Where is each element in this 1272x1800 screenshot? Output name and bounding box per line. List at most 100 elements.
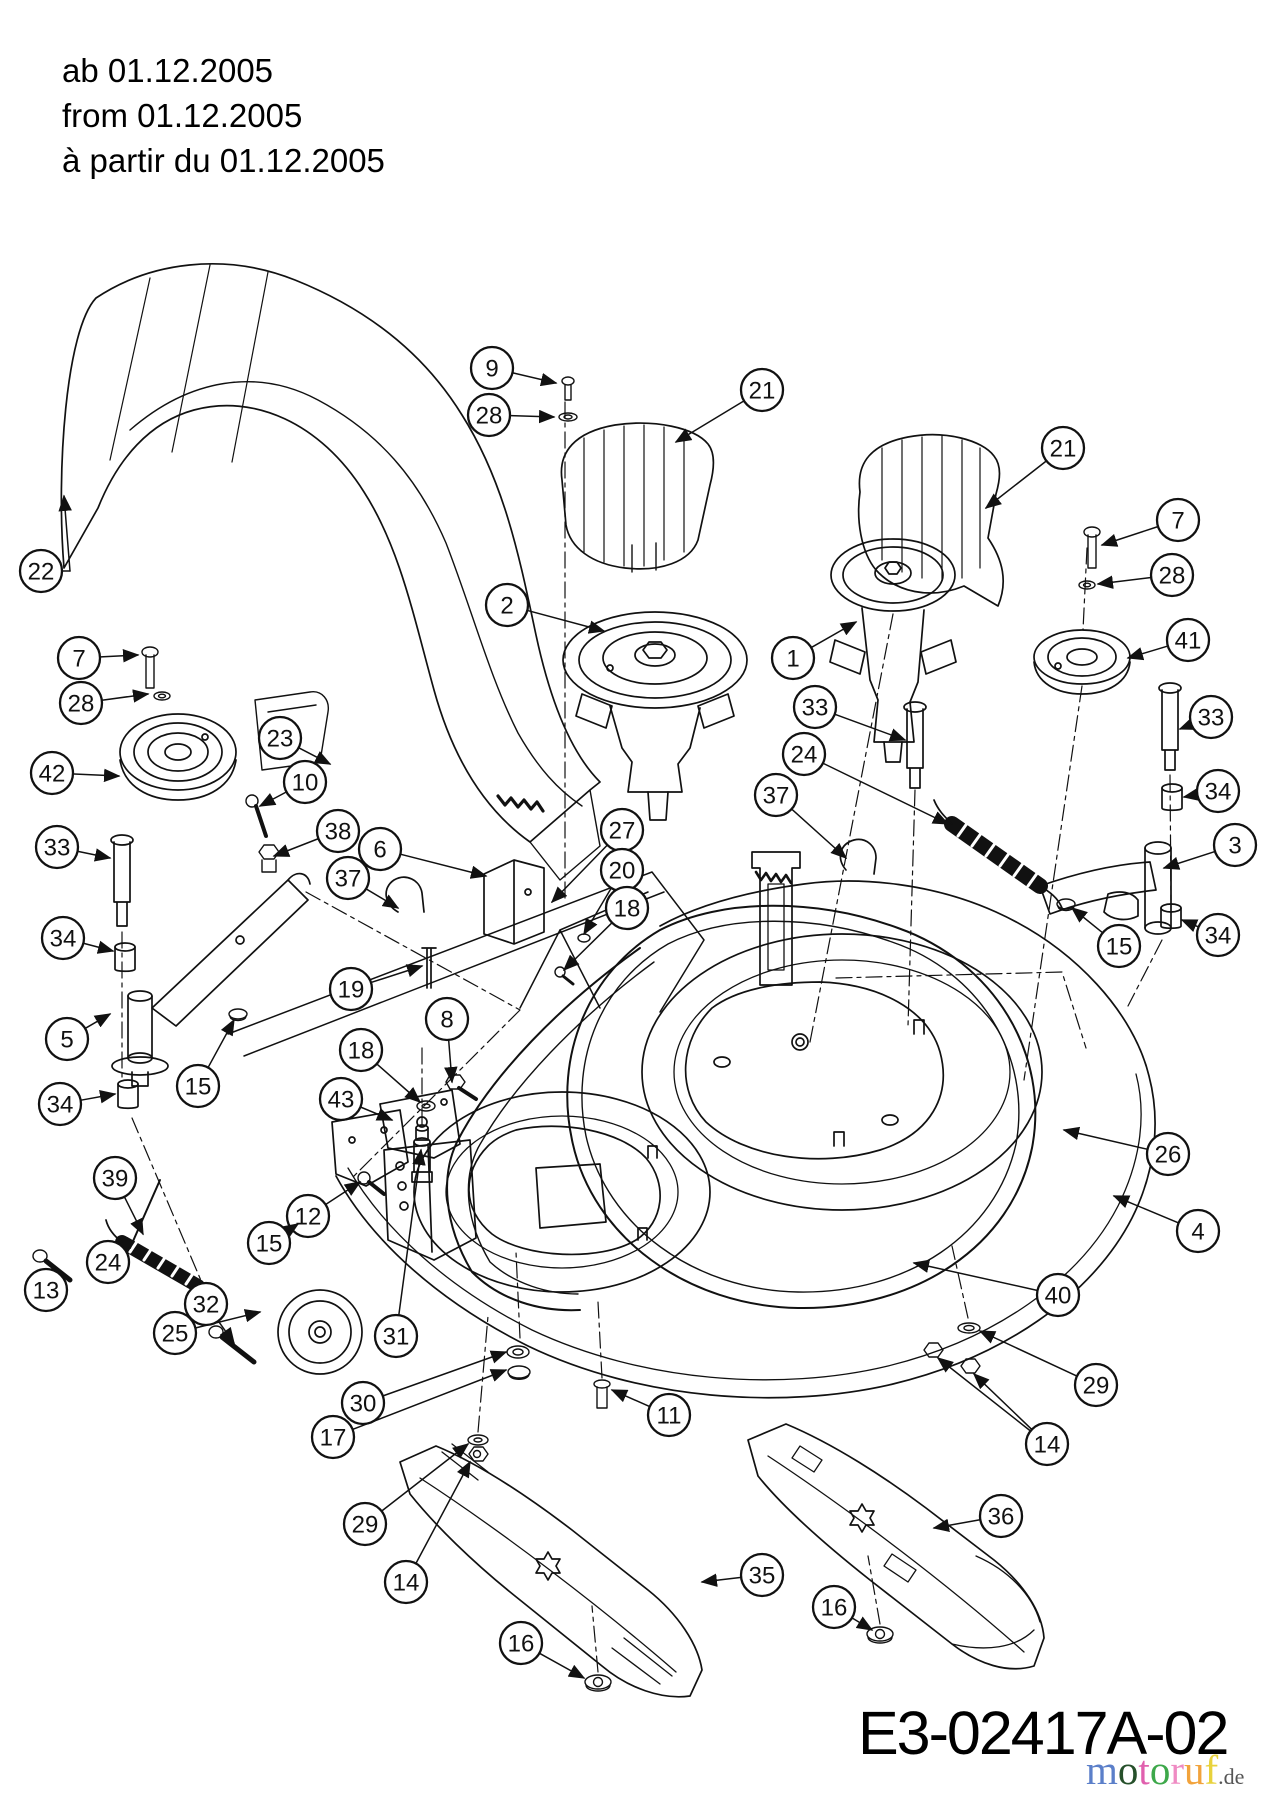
svg-text:16: 16 [821,1595,848,1622]
cover-plate [379,1089,461,1159]
callout-2: 2 [484,582,606,634]
idler-arm-right [1039,841,1172,935]
callout-5: 5 [44,1013,112,1062]
gauge-wheel [277,1289,363,1375]
callout-layer: 9282121217282223427284133345343913242532… [18,345,1258,1679]
callout-37: 37 [325,855,400,909]
callout-4: 4 [1112,1195,1221,1254]
callout-20: 20 [583,847,645,936]
svg-text:30: 30 [350,1391,377,1418]
svg-text:32: 32 [193,1292,220,1319]
callout-31: 31 [373,1148,426,1359]
svg-text:37: 37 [335,866,362,893]
callout-34: 34 [40,915,115,961]
svg-text:38: 38 [325,819,352,846]
callout-14: 14 [936,1357,1070,1467]
svg-text:9: 9 [485,356,498,383]
svg-text:28: 28 [476,403,503,430]
callout-26: 26 [1062,1126,1191,1177]
svg-text:23: 23 [267,726,294,753]
callout-24: 24 [781,731,950,825]
svg-text:17: 17 [320,1425,347,1452]
callout-11: 11 [610,1389,692,1438]
svg-text:16: 16 [508,1631,535,1658]
svg-text:22: 22 [28,559,55,586]
svg-text:34: 34 [1205,923,1232,950]
svg-text:25: 25 [162,1321,189,1348]
callout-14: 14 [383,1460,471,1605]
svg-text:14: 14 [1034,1432,1061,1459]
callout-33: 33 [792,684,907,742]
callout-9: 9 [469,345,558,391]
deck-shell [331,880,1156,1399]
svg-text:18: 18 [614,896,641,923]
flat-idler-pulley-right [1033,629,1131,695]
callout-33: 33 [34,824,112,870]
mounting-brackets [483,851,801,986]
small-fasteners [32,376,1101,1692]
svg-text:21: 21 [749,378,776,405]
callout-34: 34 [1180,912,1241,958]
callout-28: 28 [58,680,150,726]
wheel-bracket [383,1139,477,1261]
svg-text:31: 31 [383,1324,410,1351]
callout-22: 22 [18,494,72,594]
svg-text:13: 13 [33,1278,60,1305]
callout-28: 28 [466,392,556,438]
date-line-de: ab 01.12.2005 [62,52,274,89]
svg-text:15: 15 [256,1231,283,1258]
callout-27: 27 [550,807,645,904]
spindle-assembly-center [562,611,748,821]
svg-text:4: 4 [1191,1219,1204,1246]
drive-belt [446,904,1037,1312]
callout-13: 13 [23,1266,69,1313]
svg-text:7: 7 [72,646,85,673]
svg-text:20: 20 [609,858,636,885]
svg-text:2: 2 [500,593,513,620]
spindle-cover-left [560,422,715,573]
callout-12: 12 [285,1181,362,1239]
svg-text:19: 19 [338,977,365,1004]
svg-text:41: 41 [1175,628,1202,655]
watermark-suffix: .de [1218,1764,1245,1789]
callout-38: 38 [272,808,361,857]
svg-text:34: 34 [50,926,77,953]
svg-text:24: 24 [791,742,818,769]
svg-text:34: 34 [47,1092,74,1119]
svg-text:5: 5 [60,1027,73,1054]
callout-16: 16 [811,1584,874,1631]
callout-3: 3 [1162,822,1258,870]
svg-text:27: 27 [609,818,636,845]
flat-idler-pulley-left [119,713,237,801]
svg-text:8: 8 [440,1007,453,1034]
callout-21: 21 [984,425,1086,509]
callout-10: 10 [258,759,328,807]
callout-15: 15 [246,1220,300,1266]
center-lines [121,401,1172,1673]
callout-28: 28 [1096,552,1195,598]
callout-19: 19 [328,964,424,1012]
svg-text:39: 39 [102,1166,129,1193]
callout-23: 23 [257,715,332,765]
watermark-letter: f [1204,1747,1219,1793]
validity-dates: ab 01.12.2005 from 01.12.2005 à partir d… [62,48,385,183]
callout-24: 24 [85,1239,132,1285]
callout-32: 32 [183,1281,235,1345]
svg-text:29: 29 [1083,1373,1110,1400]
callout-8: 8 [424,996,470,1084]
callout-39: 39 [92,1155,144,1236]
callout-29: 29 [342,1443,470,1547]
svg-text:36: 36 [988,1504,1015,1531]
callout-34: 34 [37,1081,117,1127]
tension-spring-right [933,799,1063,909]
roll-pin [421,947,437,989]
svg-text:35: 35 [749,1563,776,1590]
watermark-letter: t [1138,1747,1150,1793]
discharge-chute [60,263,601,881]
callout-37: 37 [753,772,848,860]
callout-40: 40 [912,1259,1081,1318]
callout-29: 29 [978,1330,1119,1408]
diagram-code: E3-02417A-02 [858,1699,1229,1767]
svg-text:7: 7 [1171,508,1184,535]
